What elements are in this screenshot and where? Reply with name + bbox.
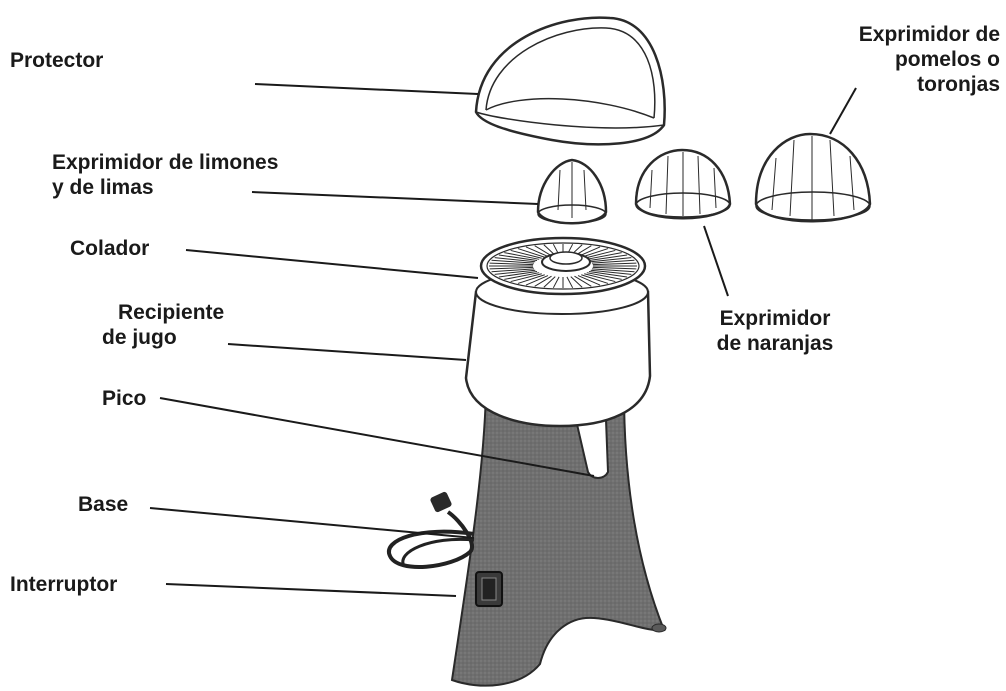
strainer-spoke	[586, 272, 622, 280]
strainer-spoke	[584, 273, 616, 283]
label-recipiente-line2: de jugo	[102, 326, 177, 349]
strainer-spoke	[517, 248, 545, 258]
strainer-spoke	[498, 271, 538, 278]
label-naranjas-line1: Exprimidor	[719, 307, 831, 330]
label-interruptor: Interruptor	[10, 573, 118, 596]
strainer-spoke	[592, 262, 637, 266]
strainer-spoke	[590, 269, 632, 275]
label-pomelos-line1: Exprimidor de	[858, 23, 1000, 46]
strainer-spoke	[494, 269, 536, 275]
strainer-spoke	[588, 254, 628, 261]
strainer-spoke	[566, 276, 574, 289]
spout-part	[574, 419, 610, 479]
strainer-spoke	[525, 246, 549, 257]
label-naranjas-line2: de naranjas	[716, 332, 834, 355]
label-limones-line2: y de limas	[52, 176, 154, 199]
label-naranjas: Exprimidor de naranjas	[690, 306, 860, 356]
strainer-spoke	[577, 275, 601, 286]
strainer-spoke	[590, 257, 632, 263]
strainer-spoke	[581, 274, 609, 284]
leader-colador	[185, 249, 479, 279]
strainer-spoke	[504, 272, 540, 280]
lemon-reamer-part	[536, 158, 608, 225]
strainer-spoke	[592, 266, 637, 270]
strainer-spoke	[517, 274, 545, 284]
orange-reamer-part	[634, 148, 732, 220]
label-recipiente: Recipiente de jugo	[102, 300, 224, 350]
label-recipiente-line1: Recipiente	[118, 301, 225, 324]
strainer-spoke	[534, 275, 552, 287]
label-limones-line1: Exprimidor de limones	[52, 151, 279, 174]
strainer-spoke	[574, 275, 592, 287]
strainer-spoke	[570, 276, 583, 288]
power-cord	[386, 491, 475, 569]
leader-pico	[159, 397, 595, 477]
label-colador: Colador	[70, 237, 150, 260]
base-part	[450, 391, 667, 687]
leader-pomelos	[829, 87, 857, 135]
leader-base	[149, 507, 475, 539]
strainer-spoke	[491, 259, 535, 264]
label-protector: Protector	[10, 49, 104, 72]
label-base: Base	[78, 493, 129, 516]
strainer-spoke	[510, 273, 542, 283]
leader-interruptor	[165, 583, 457, 597]
leader-limones	[251, 191, 539, 205]
strainer-spoke	[525, 275, 549, 286]
strainer-spoke	[489, 266, 534, 270]
leader-naranjas	[703, 225, 729, 297]
label-pomelos-line3: toronjas	[917, 73, 1000, 96]
strainer-spoke	[584, 249, 616, 259]
protector-part	[474, 16, 666, 146]
strainer-spoke	[534, 245, 552, 257]
strainer-spoke	[504, 252, 540, 260]
leader-protector	[254, 83, 479, 95]
strainer-spoke	[586, 252, 622, 260]
strainer-spoke	[588, 271, 628, 278]
grapefruit-reamer-part	[754, 132, 872, 223]
label-limones: Exprimidor de limones y de limas	[52, 150, 278, 200]
label-pomelos-line2: pomelos o	[894, 48, 1000, 71]
strainer-spoke	[552, 276, 560, 289]
strainer-spoke	[498, 254, 538, 261]
strainer-spoke	[591, 259, 635, 264]
strainer-spoke	[494, 257, 536, 263]
switch-part	[450, 571, 503, 608]
strainer-part	[479, 236, 647, 296]
strainer-spoke	[510, 249, 542, 259]
strainer-spoke	[491, 268, 535, 273]
strainer-spoke	[489, 262, 534, 266]
label-pomelos: Exprimidor de pomelos o toronjas	[859, 22, 1000, 97]
strainer-spoke	[591, 268, 635, 273]
leader-recipiente	[227, 343, 467, 361]
label-pico: Pico	[102, 387, 147, 410]
strainer-spoke	[543, 276, 556, 288]
